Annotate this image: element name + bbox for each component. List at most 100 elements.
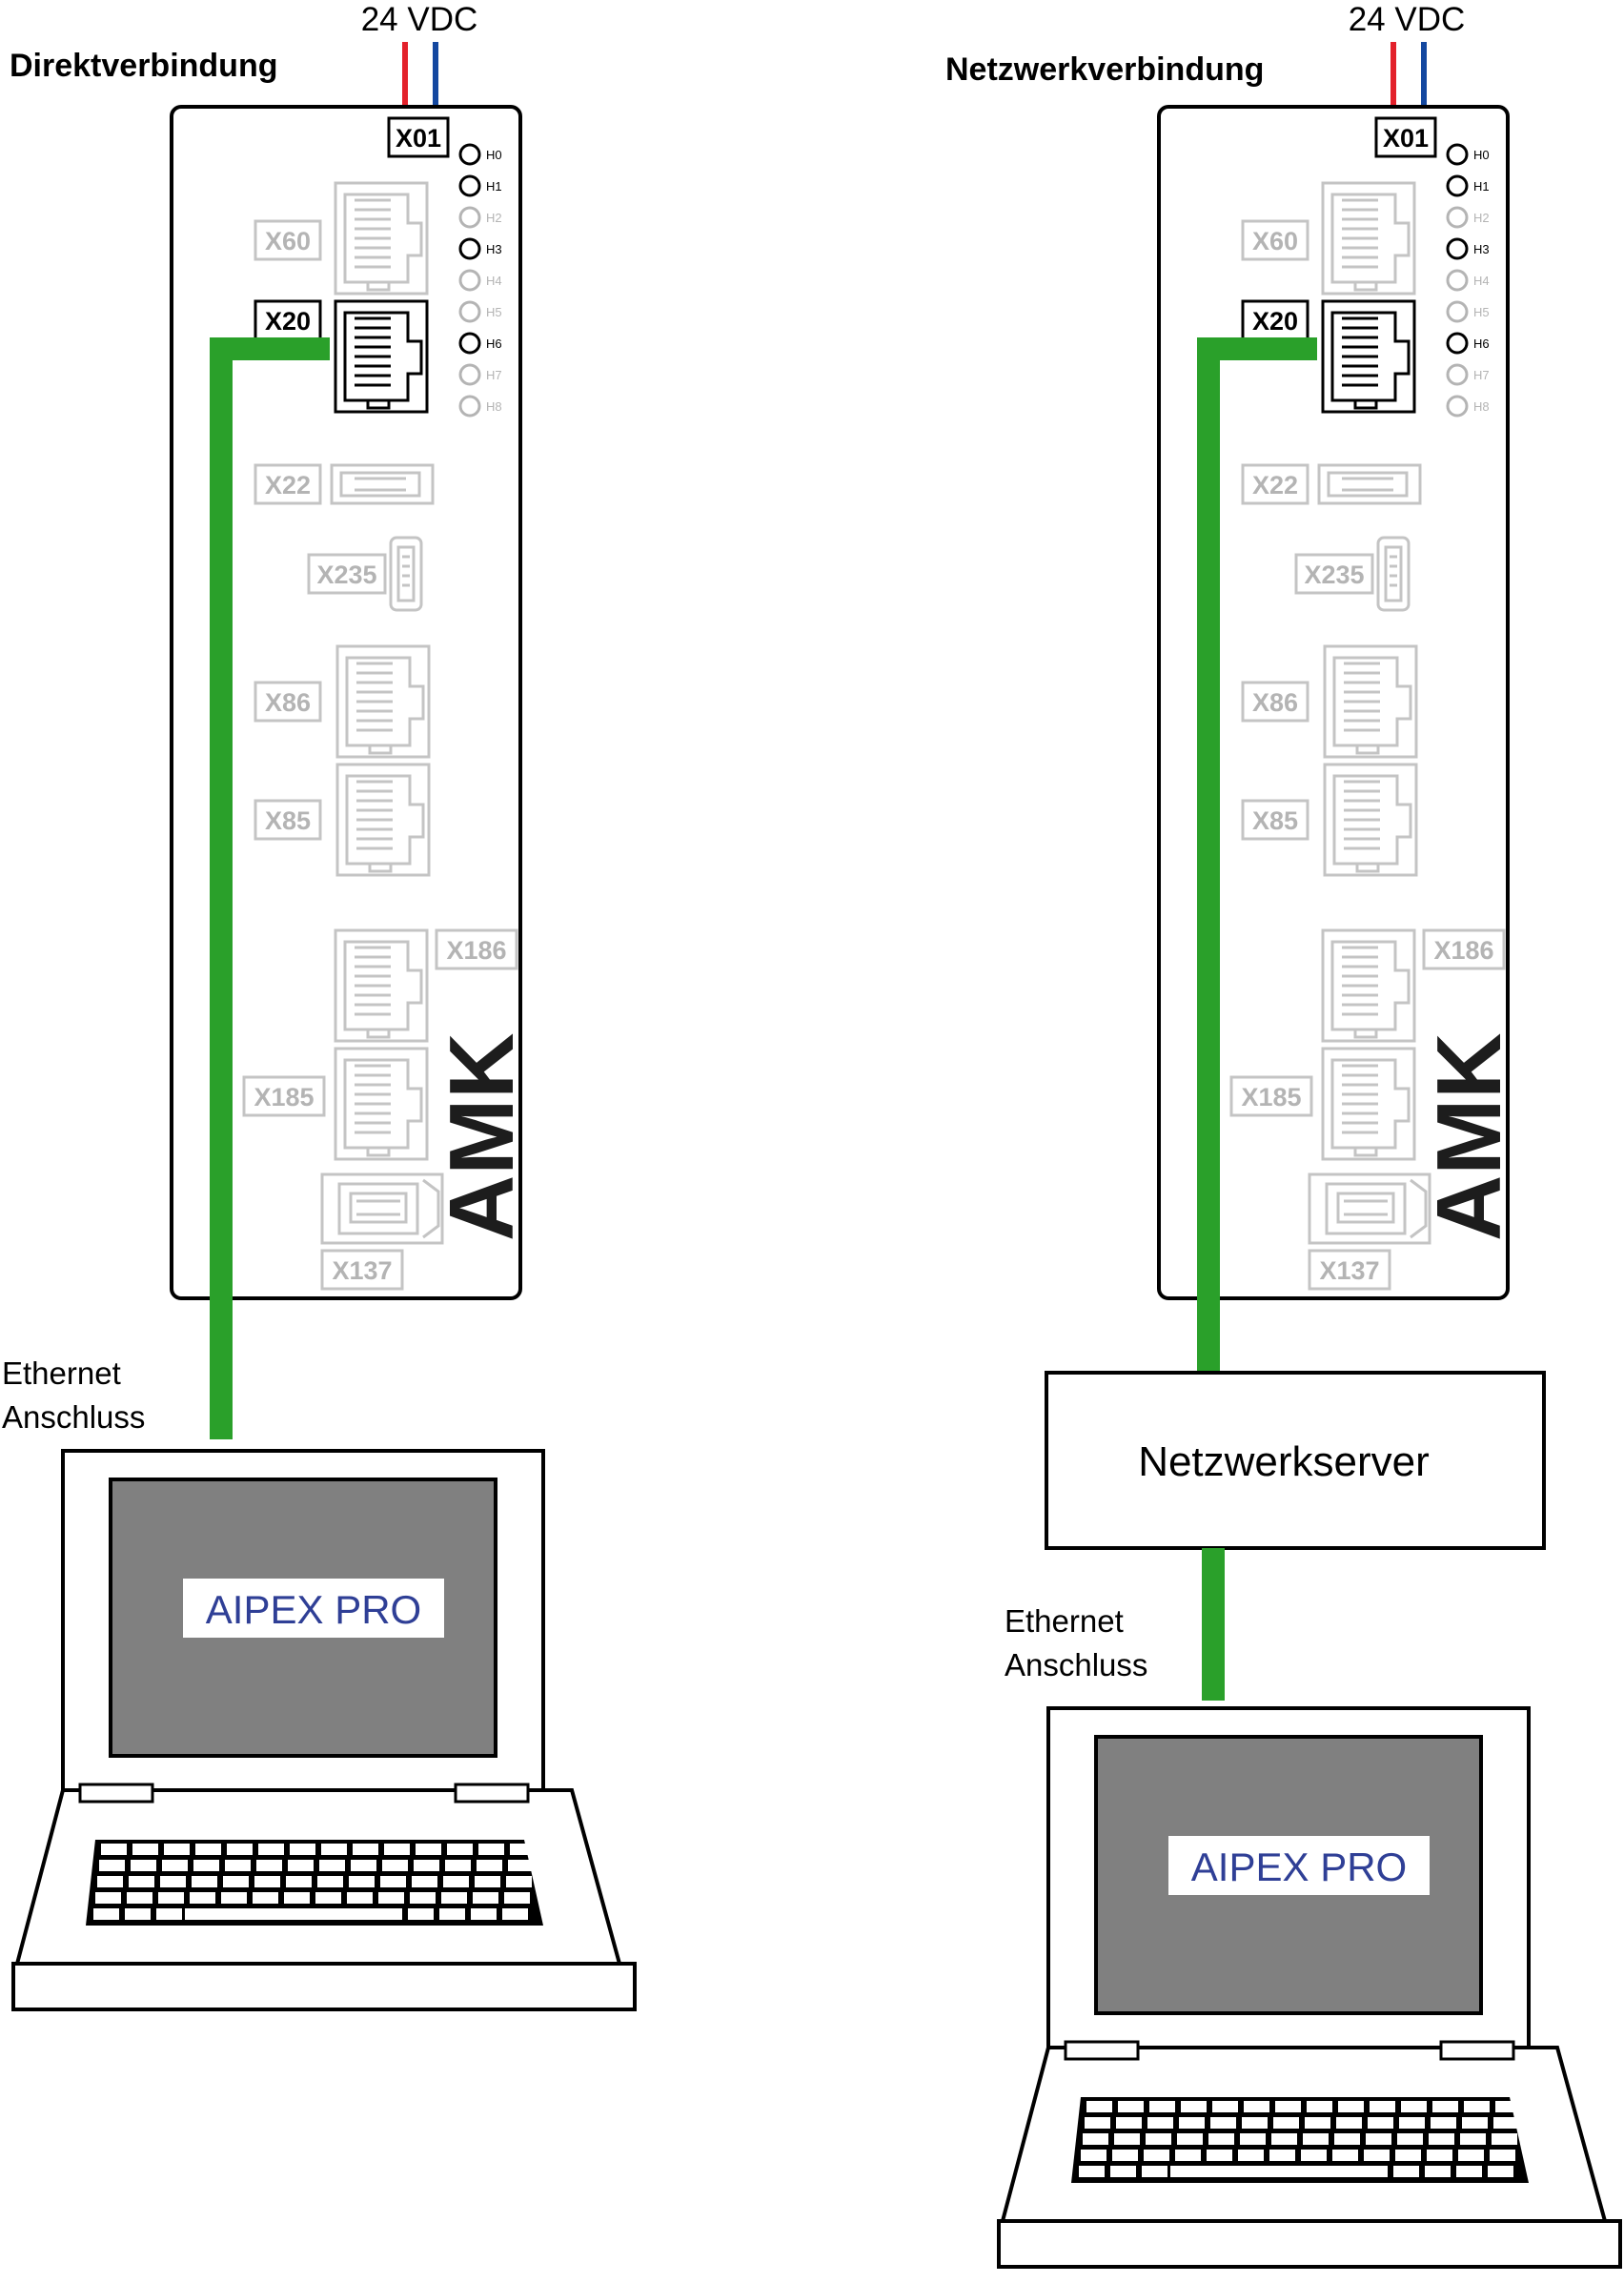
- x185-port[interactable]: [334, 1047, 429, 1161]
- led-h8: [458, 395, 481, 418]
- led-h1: [1446, 174, 1469, 197]
- x186-port[interactable]: [1321, 928, 1416, 1043]
- x235-port[interactable]: [1376, 536, 1411, 612]
- led-h8: [1446, 395, 1469, 418]
- keyboard-key: [1210, 2117, 1236, 2129]
- x22-label: X22: [265, 471, 311, 499]
- keyboard-key: [443, 1876, 469, 1887]
- led-label-h4: H4: [486, 274, 502, 288]
- keyboard-key: [317, 1876, 343, 1887]
- keyboard-key: [1366, 2133, 1391, 2145]
- keyboard-key: [1118, 2101, 1144, 2112]
- keyboard-key: [286, 1876, 312, 1887]
- laptop: AIPEX PRO: [11, 1449, 637, 2011]
- keyboard-key: [1177, 2133, 1203, 2145]
- ethernet-label-line2: Anschluss: [1005, 1647, 1147, 1682]
- x86-port[interactable]: [1323, 644, 1418, 759]
- keyboard-key: [162, 1860, 188, 1871]
- ethernet-label-line2: Anschluss: [2, 1399, 145, 1435]
- led-label-h0: H0: [486, 148, 502, 162]
- led-label-h1: H1: [1473, 179, 1490, 194]
- x60-port[interactable]: [1321, 181, 1416, 296]
- keyboard-key: [97, 1876, 123, 1887]
- keyboard-key: [1114, 2133, 1140, 2145]
- app-label-box: [1168, 1836, 1430, 1895]
- x20-port[interactable]: [334, 299, 429, 414]
- keyboard-key: [321, 1844, 347, 1855]
- ethernet-label-line1: Ethernet: [1005, 1603, 1124, 1639]
- keyboard-key: [1307, 2101, 1332, 2112]
- keyboard-key: [192, 1876, 217, 1887]
- x20-port[interactable]: [1321, 299, 1416, 414]
- keyboard-key: [1492, 2133, 1517, 2145]
- keyboard-key: [380, 1876, 406, 1887]
- x60-port[interactable]: [334, 181, 429, 296]
- keyboard-key: [129, 1876, 154, 1887]
- keyboard-key: [510, 1844, 536, 1855]
- keyboard-key: [1085, 2117, 1110, 2129]
- keyboard-key: [1240, 2133, 1266, 2145]
- keyboard-key: [132, 1844, 158, 1855]
- keyboard-key: [1110, 2166, 1136, 2177]
- x137-port[interactable]: [1308, 1172, 1431, 1245]
- keyboard-key: [1242, 2117, 1268, 2129]
- x60-label: X60: [265, 227, 311, 255]
- led-h6: [458, 332, 481, 355]
- led-h3: [1446, 237, 1469, 260]
- x22-box: [254, 463, 322, 505]
- keyboard-key: [1181, 2101, 1207, 2112]
- x01-box: [1374, 116, 1437, 158]
- x85-label: X85: [1252, 806, 1298, 835]
- led-label-h5: H5: [486, 305, 502, 319]
- keyboard-key: [193, 1860, 219, 1871]
- keyboard-key: [353, 1844, 378, 1855]
- keyboard-key: [99, 1860, 125, 1871]
- led-label-h2: H2: [486, 211, 502, 225]
- keyboard-key: [1493, 2117, 1519, 2129]
- keyboard-key: [1332, 2150, 1358, 2161]
- keyboard-key: [1083, 2133, 1108, 2145]
- led-label-h6: H6: [1473, 336, 1490, 351]
- network-server-box: [1045, 1371, 1546, 1550]
- x186-box: [1422, 928, 1506, 970]
- x01-label: X01: [396, 124, 441, 153]
- keyboard-key: [288, 1860, 314, 1871]
- x22-port[interactable]: [330, 463, 435, 505]
- supply-label: 24 VDC: [1349, 1, 1466, 38]
- led-h4: [458, 269, 481, 292]
- x137-port[interactable]: [320, 1172, 444, 1245]
- keyboard-key: [1370, 2101, 1395, 2112]
- x20-label: X20: [1252, 307, 1298, 336]
- keyboard-key: [1301, 2150, 1327, 2161]
- x86-port[interactable]: [335, 644, 431, 759]
- keyboard-key: [319, 1860, 345, 1871]
- led-h0: [1446, 143, 1469, 166]
- x185-port[interactable]: [1321, 1047, 1416, 1161]
- keyboard-key: [382, 1860, 408, 1871]
- x186-port[interactable]: [334, 928, 429, 1043]
- x85-port[interactable]: [335, 763, 431, 877]
- panel-network: Netzwerkverbindung 24 VDC X01 H0H1H2H3H4…: [945, 1, 1622, 2269]
- x85-port[interactable]: [1323, 763, 1418, 877]
- x86-box: [1241, 681, 1309, 723]
- x185-box: [242, 1075, 326, 1117]
- ethernet-cable-device: [1197, 337, 1317, 1373]
- keyboard-key: [1179, 2117, 1205, 2129]
- keyboard-spacebar: [185, 1908, 402, 1920]
- x235-box: [307, 553, 387, 595]
- keyboard-key: [1429, 2133, 1454, 2145]
- keyboard-key: [447, 1844, 473, 1855]
- keyboard-key: [221, 1892, 247, 1904]
- app-label: AIPEX PRO: [1191, 1845, 1407, 1889]
- keyboard-key: [290, 1844, 315, 1855]
- x235-port[interactable]: [389, 536, 423, 612]
- keyboard: [1079, 2101, 1521, 2177]
- keyboard-key: [351, 1860, 376, 1871]
- keyboard-key: [349, 1876, 375, 1887]
- keyboard-key: [1303, 2133, 1329, 2145]
- keyboard-key: [1146, 2133, 1171, 2145]
- led-label-h3: H3: [486, 242, 502, 256]
- x22-port[interactable]: [1317, 463, 1422, 505]
- x186-box: [435, 928, 518, 970]
